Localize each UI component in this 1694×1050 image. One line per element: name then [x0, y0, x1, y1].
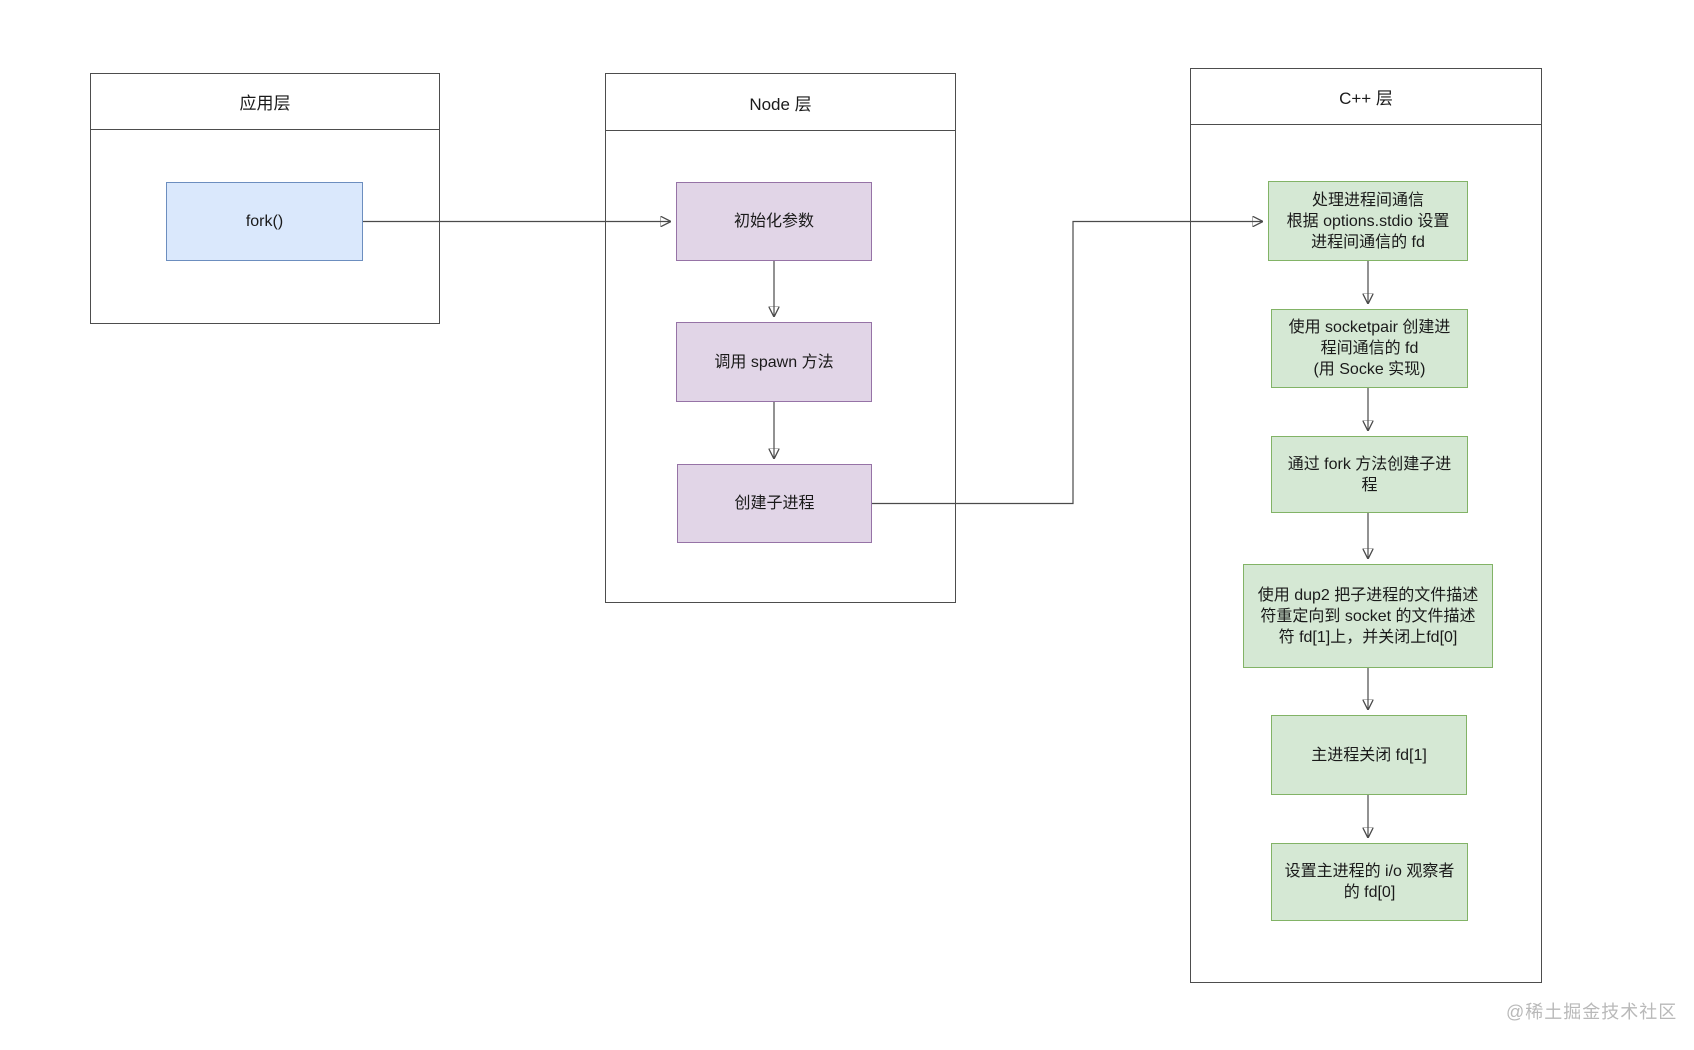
flow-node-dup2-redirect: 使用 dup2 把子进程的文件描述 符重定向到 socket 的文件描述 符 f…	[1243, 564, 1493, 668]
flow-node-create-child-process: 创建子进程	[677, 464, 872, 543]
container-app-layer: 应用层	[90, 73, 440, 324]
flow-node-fork-child: 通过 fork 方法创建子进 程	[1271, 436, 1468, 513]
container-app-layer-title: 应用层	[91, 74, 439, 130]
container-cpp-layer: C++ 层	[1190, 68, 1542, 983]
flow-node-io-observer: 设置主进程的 i/o 观察者 的 fd[0]	[1271, 843, 1468, 921]
watermark: @稀土掘金技术社区	[1506, 1002, 1678, 1022]
flow-node-call-spawn: 调用 spawn 方法	[676, 322, 872, 402]
container-cpp-layer-title: C++ 层	[1191, 69, 1541, 125]
flow-node-init-params: 初始化参数	[676, 182, 872, 261]
flow-node-fork: fork()	[166, 182, 363, 261]
container-node-layer-title: Node 层	[606, 74, 955, 131]
flow-node-socketpair: 使用 socketpair 创建进 程间通信的 fd (用 Socke 实现)	[1271, 309, 1468, 388]
flow-node-close-fd1: 主进程关闭 fd[1]	[1271, 715, 1467, 795]
container-node-layer: Node 层	[605, 73, 956, 603]
flow-node-ipc-setup: 处理进程间通信 根据 options.stdio 设置 进程间通信的 fd	[1268, 181, 1468, 261]
